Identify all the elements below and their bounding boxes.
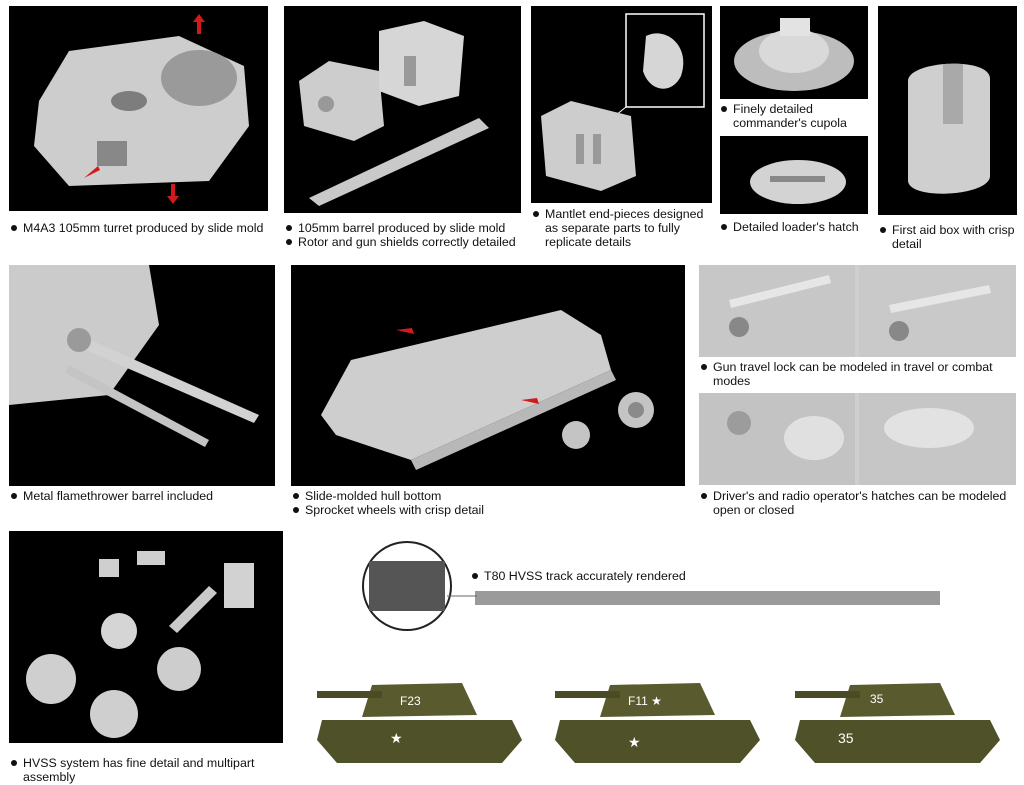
track-render: [347, 541, 947, 636]
barrel-panel: [284, 6, 521, 213]
hvss-panel: [9, 531, 283, 743]
first-aid-panel: [878, 6, 1017, 215]
tank-1-hull-star: ★: [390, 730, 403, 746]
caption-line: Metal flamethrower barrel included: [10, 489, 280, 503]
mantlet-panel: [531, 6, 712, 203]
flamethrower-caption: Metal flamethrower barrel included: [10, 489, 280, 503]
caption-line: Detailed loader's hatch: [720, 220, 870, 234]
flamethrower-panel: [9, 265, 275, 486]
travel-lock-photos: [699, 265, 1016, 357]
caption-line: Rotor and gun shields correctly detailed: [285, 235, 535, 249]
tank-2-hull-star: ★: [628, 734, 641, 750]
hatches-caption: Driver's and radio operator's hatches ca…: [700, 489, 1020, 517]
hull-caption: Slide-molded hull bottom Sprocket wheels…: [292, 489, 592, 517]
cupola-caption: Finely detailed commander's cupola: [720, 102, 870, 130]
tank-2-turret-marking: F11 ★: [628, 694, 662, 708]
caption-line: First aid box with crisp detail: [879, 223, 1019, 251]
loader-hatch-panel: [720, 136, 868, 214]
caption-line: 105mm barrel produced by slide mold: [285, 221, 535, 235]
hull-panel: [291, 265, 685, 486]
tank-1: F23 ★: [312, 655, 532, 767]
turret-panel: [9, 6, 268, 211]
tank-3-turret-marking: 35: [870, 692, 884, 706]
tank-3: 35 35: [790, 655, 1010, 767]
caption-line: Sprocket wheels with crisp detail: [292, 503, 592, 517]
tank-1-turret-marking: F23: [400, 694, 421, 708]
caption-line: HVSS system has fine detail and multipar…: [10, 756, 295, 784]
caption-line: Slide-molded hull bottom: [292, 489, 592, 503]
hatch-photos: [699, 393, 1016, 485]
barrel-caption: 105mm barrel produced by slide mold Roto…: [285, 221, 535, 249]
caption-line: Driver's and radio operator's hatches ca…: [700, 489, 1020, 517]
caption-line: Finely detailed commander's cupola: [720, 102, 870, 130]
cupola-panel: [720, 6, 868, 99]
turret-caption: M4A3 105mm turret produced by slide mold: [10, 221, 270, 235]
caption-line: Gun travel lock can be modeled in travel…: [700, 360, 1010, 388]
mantlet-caption: Mantlet end-pieces designed as separate …: [532, 207, 717, 249]
caption-line: Mantlet end-pieces designed as separate …: [532, 207, 717, 249]
tank-2: F11 ★ ★: [550, 655, 770, 767]
track-caption: T80 HVSS track accurately rendered: [471, 569, 731, 583]
hvss-caption: HVSS system has fine detail and multipar…: [10, 756, 295, 784]
caption-line: M4A3 105mm turret produced by slide mold: [10, 221, 270, 235]
travellock-caption: Gun travel lock can be modeled in travel…: [700, 360, 1010, 388]
caption-line: T80 HVSS track accurately rendered: [471, 569, 731, 583]
tank-3-hull-marking: 35: [838, 730, 854, 746]
firstaid-caption: First aid box with crisp detail: [879, 223, 1019, 251]
loader-caption: Detailed loader's hatch: [720, 220, 870, 234]
